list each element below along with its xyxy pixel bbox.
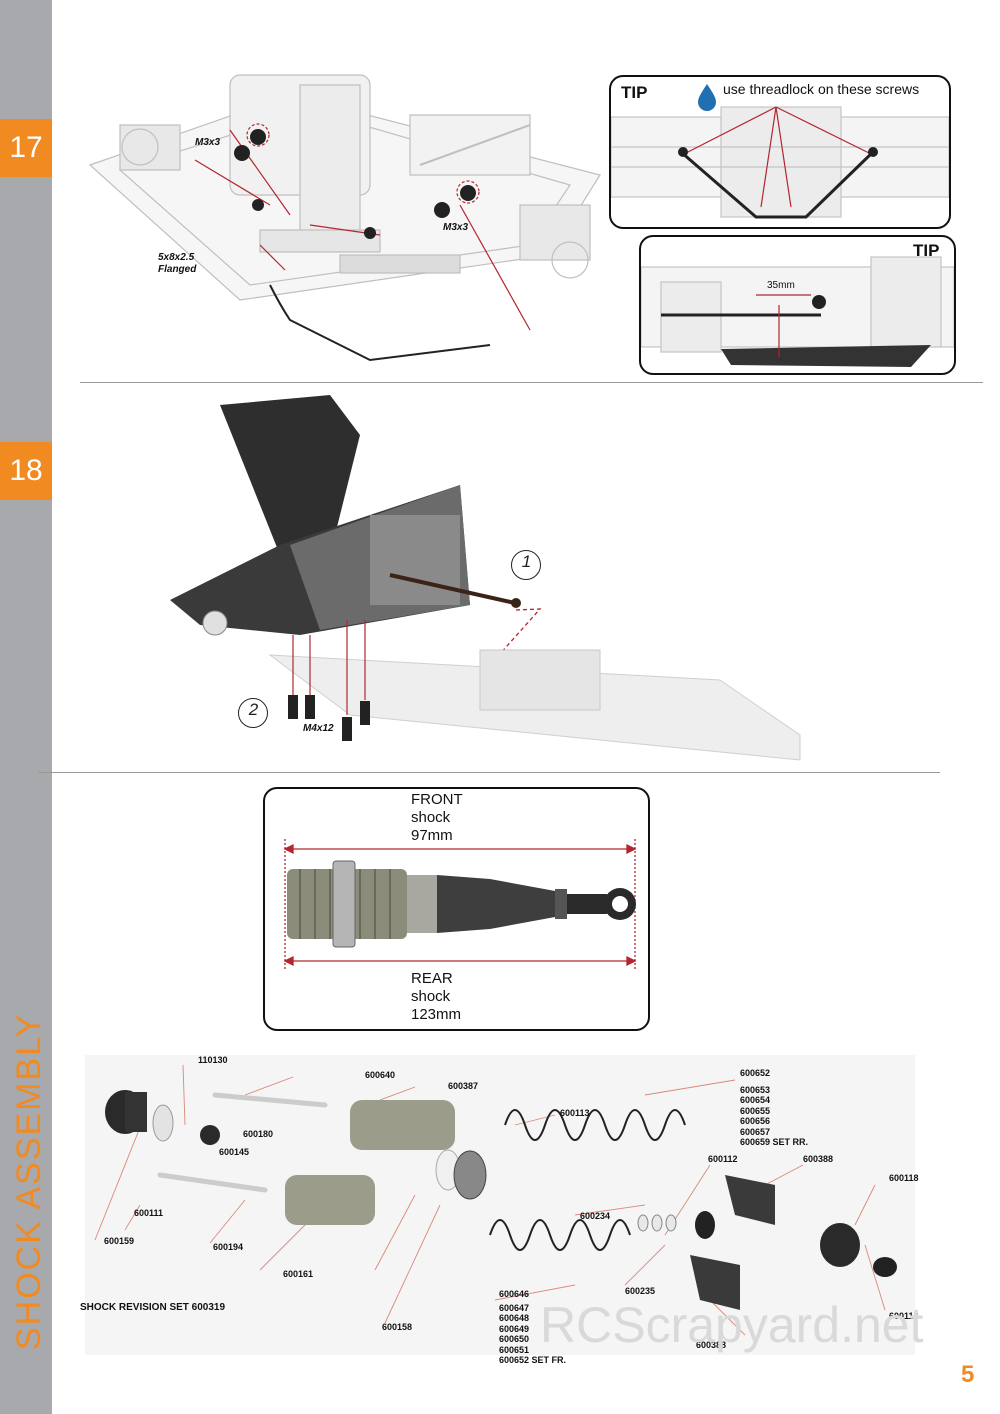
spring-set-front-list: 600646 600647 600648 600649 600650 60065… [499,1289,566,1366]
spring-set-rear-list: 600652 600653 600654 600655 600656 60065… [740,1068,808,1148]
part-600118-lower: 600118 [889,1311,919,1321]
tip-box-toe-link: TIP 35mm [639,235,956,375]
tip-label-1: TIP [621,83,648,102]
spring-front-4: 600649 [499,1323,530,1334]
spring-rear-2: 600653 [740,1084,771,1095]
part-600234: 600234 [580,1211,611,1221]
step-number-17: 17 [0,119,52,177]
spring-front-6: 600651 [499,1344,530,1355]
spring-rear-4: 600655 [740,1105,771,1116]
spring-front-1: 600646 [499,1289,530,1299]
divider-step18 [38,772,940,773]
rear-shock-line-3: 123mm [411,1006,462,1023]
callout-circle-2 [238,698,268,728]
spring-rear-3: 600654 [740,1095,771,1105]
bearing-label-flanged: Flanged [158,264,197,275]
part-600161: 600161 [283,1269,314,1279]
part-600235: 600235 [625,1286,656,1296]
spring-rear-5: 600656 [740,1116,771,1126]
step18-rear-assembly-illustration [170,395,801,761]
tip-toe-link-illustration [641,256,954,367]
divider-step17 [80,382,983,383]
part-600112: 600112 [708,1154,738,1164]
screw-label-m4x12: M4x12 [303,723,334,734]
tip-threadlock-note: use threadlock on these screws [723,81,920,97]
spring-front-3: 600648 [499,1313,530,1323]
shock-length-illustration [283,839,637,969]
step-number-18: 18 [0,442,52,500]
part-600388-upper: 600388 [803,1154,834,1164]
shock-revision-set: SHOCK REVISION SET 600319 [80,1302,226,1313]
sidebar [0,0,52,1414]
tip-threadlock-illustration [611,106,949,219]
front-shock-line-2: shock [411,809,451,826]
tip-box-threadlock: TIP use threadlock on these screws [609,75,951,229]
toe-link-dimension: 35mm [767,280,795,291]
part-110130: 110130 [198,1055,228,1065]
step17-chassis-illustration [88,74,601,362]
spring-front-5: 600650 [499,1334,530,1344]
screw-label-m3x3-right: M3x3 [443,222,469,233]
part-600194: 600194 [213,1242,244,1252]
threadlock-drop-icon [698,84,716,111]
spring-front-2: 600647 [499,1302,530,1313]
tip-label-2: TIP [913,241,940,260]
callout-number-1: 1 [521,552,532,571]
spring-rear-1: 600652 [740,1068,771,1078]
callout-circle-1 [511,550,541,580]
rear-shock-line-1: REAR [411,970,453,987]
front-shock-line-3: 97mm [411,827,453,844]
shock-length-box: FRONT shock 97mm REAR shock 123mm [263,787,650,1031]
part-600180: 600180 [243,1129,274,1139]
spring-rear-6: 600657 [740,1126,771,1137]
part-600111: 600111 [134,1208,164,1218]
front-shock-line-1: FRONT [411,791,463,808]
part-600640: 600640 [365,1070,396,1080]
part-600113: 600113 [560,1108,590,1118]
part-600145: 600145 [219,1147,250,1157]
rear-shock-label: REAR shock 123mm [411,970,461,1024]
section-title: SHOCK ASSEMBLY [10,1012,48,1350]
spring-front-7: 600652 SET FR. [499,1355,567,1365]
part-600159: 600159 [104,1236,135,1246]
watermark: RCScrapyard.net [540,1297,924,1353]
part-600158: 600158 [382,1322,413,1332]
rear-shock-line-2: shock [411,988,451,1005]
part-600118-upper: 600118 [889,1173,919,1183]
callout-number-2: 2 [248,700,259,719]
part-600387: 600387 [448,1081,479,1091]
page-number: 5 [961,1361,975,1388]
part-600388-lower: 600388 [696,1340,727,1350]
screw-label-m3x3-left: M3x3 [195,137,221,148]
spring-rear-7: 600659 SET RR. [740,1137,809,1147]
bearing-label-size: 5x8x2.5 [158,252,195,263]
exploded-shock-illustration [85,1055,915,1355]
front-shock-label: FRONT shock 97mm [411,791,463,845]
